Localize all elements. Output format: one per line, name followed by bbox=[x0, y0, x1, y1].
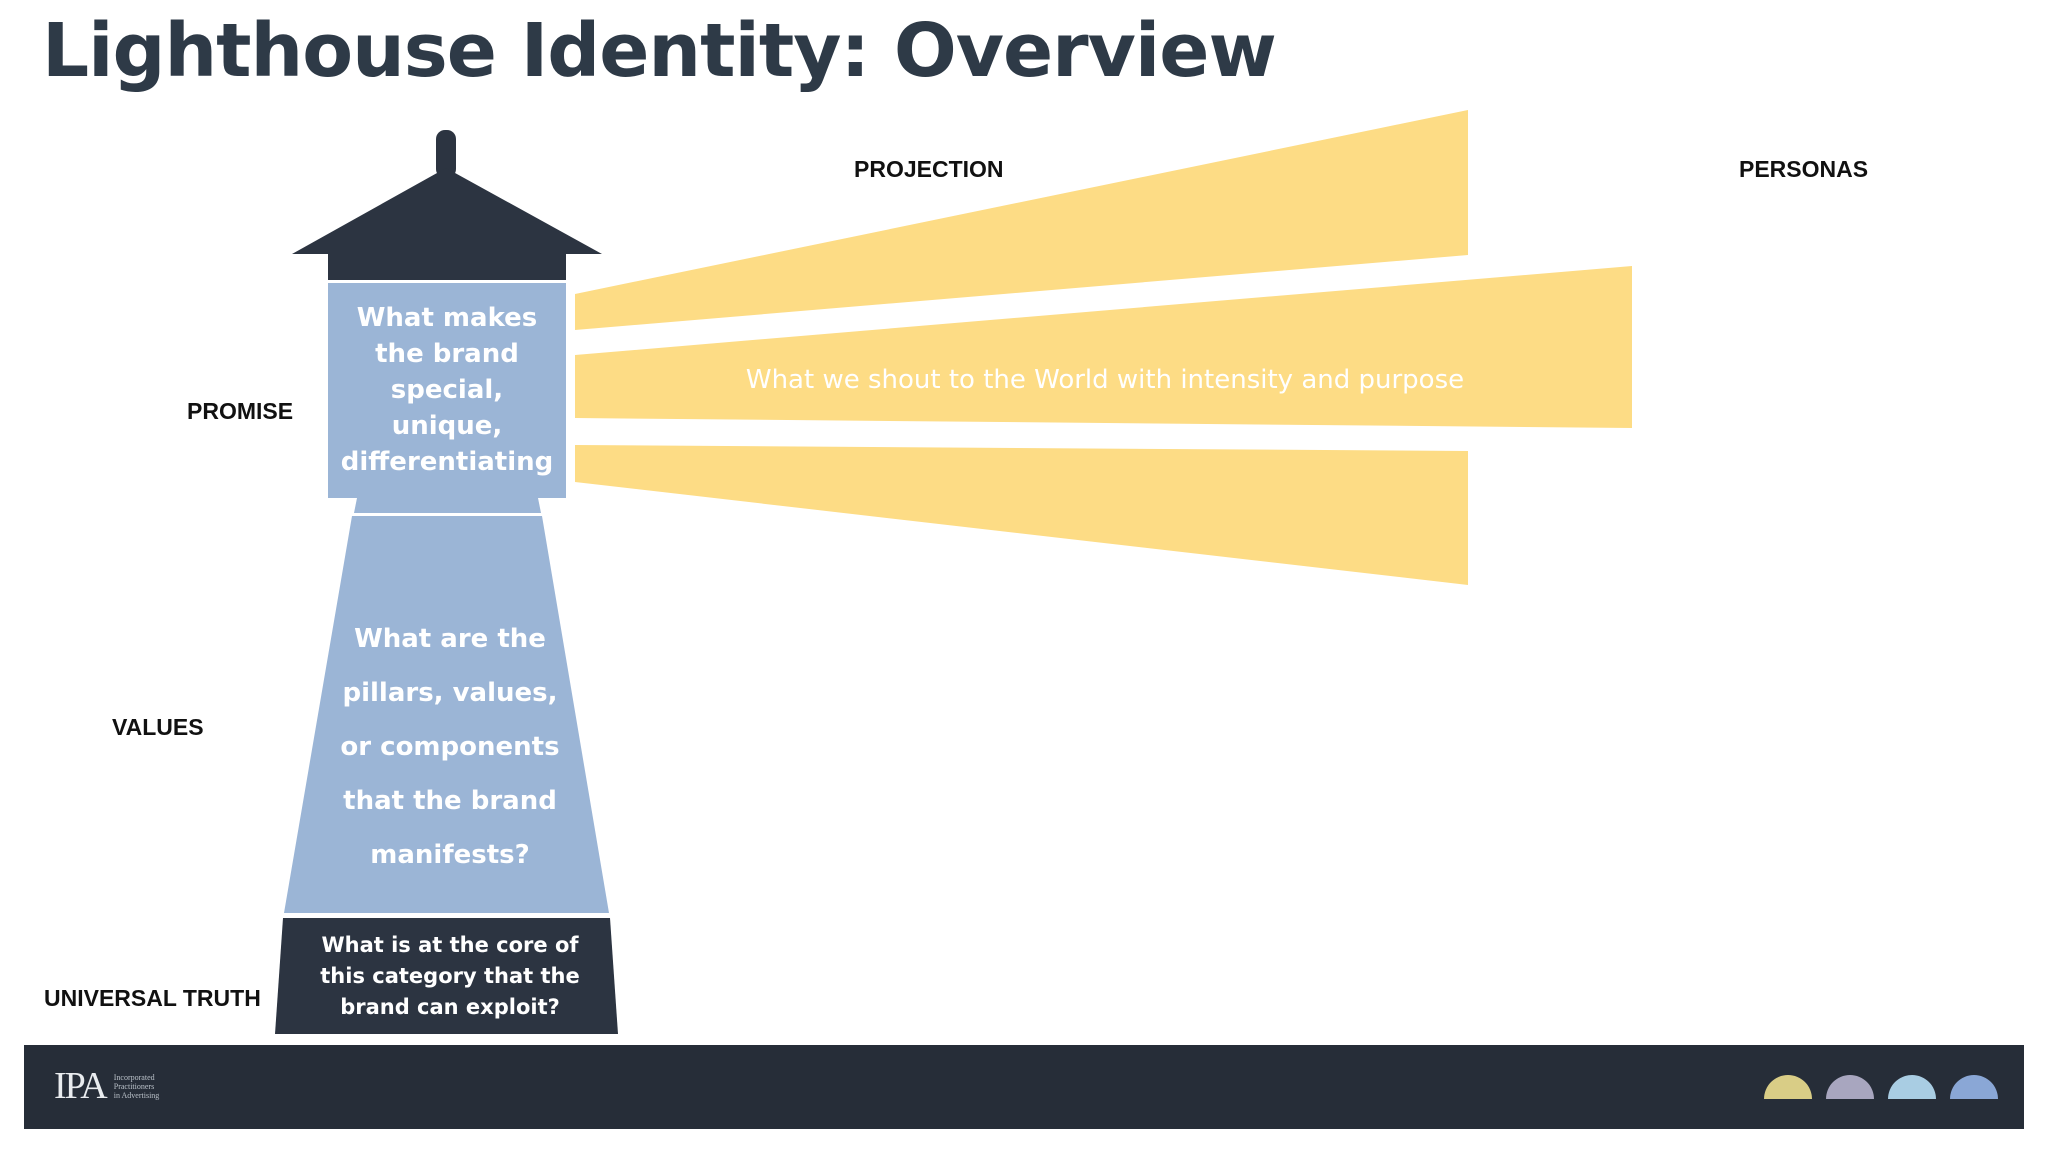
beam-middle bbox=[575, 266, 1632, 428]
ipa-logo: IPA Incorporated Practitioners in Advert… bbox=[54, 1067, 184, 1105]
values-tower bbox=[284, 516, 609, 913]
promise-label: PROMISE bbox=[187, 398, 294, 424]
footer-bar: IPA Incorporated Practitioners in Advert… bbox=[24, 1045, 2024, 1129]
ipa-logo-subtitle: Incorporated Practitioners in Advertisin… bbox=[113, 1072, 160, 1100]
values-label: VALUES bbox=[112, 714, 204, 740]
dot-yellow-icon bbox=[1764, 1075, 1812, 1099]
beam-top bbox=[575, 110, 1468, 330]
projection-label: PROJECTION bbox=[854, 156, 1004, 182]
decorative-dots bbox=[1764, 1075, 1998, 1099]
personas-label: PERSONAS bbox=[1739, 156, 1869, 182]
truth-base bbox=[275, 918, 618, 1034]
beam-text: What we shout to the World with intensit… bbox=[745, 365, 1465, 395]
dot-purple-icon bbox=[1826, 1075, 1874, 1099]
truth-text: What is at the core of this category tha… bbox=[320, 932, 580, 1019]
page-title: Lighthouse Identity: Overview bbox=[42, 8, 1277, 94]
values-text: What are the pillars, values, or compone… bbox=[340, 624, 560, 870]
promise-block bbox=[328, 283, 566, 498]
gallery-connector bbox=[354, 498, 541, 513]
dot-blue-icon bbox=[1950, 1075, 1998, 1099]
dot-lightblue-icon bbox=[1888, 1075, 1936, 1099]
ipa-logo-mark: IPA bbox=[54, 1065, 108, 1107]
beam-bottom bbox=[575, 445, 1468, 585]
roof-spire bbox=[436, 130, 456, 178]
roof bbox=[292, 168, 602, 280]
universal-truth-label: UNIVERSAL TRUTH bbox=[44, 985, 261, 1011]
promise-text: What makes the brand special, unique, di… bbox=[340, 303, 554, 477]
